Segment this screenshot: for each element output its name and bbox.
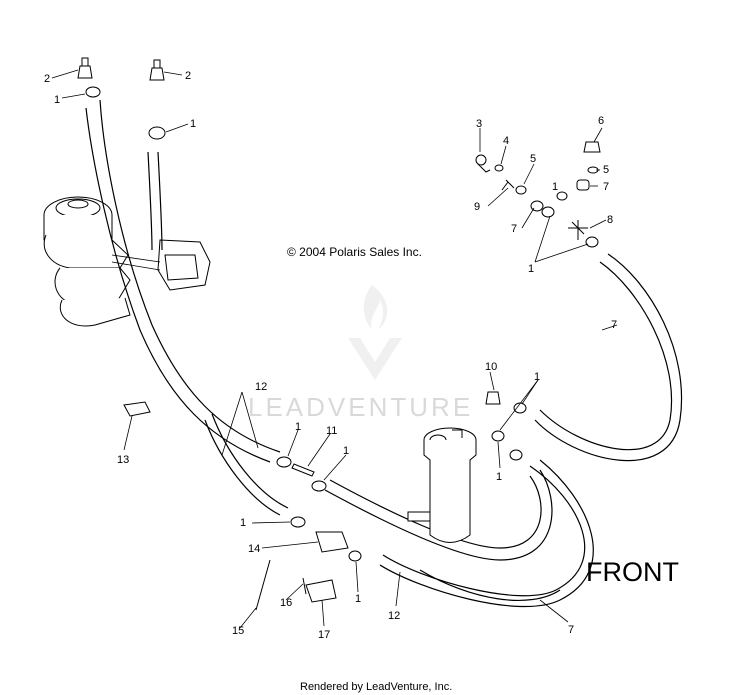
hose-vent-1: [85, 107, 271, 463]
callout-7a: 7: [603, 181, 609, 193]
callout-1i: 1: [240, 517, 246, 529]
leader-lines: [51, 69, 618, 629]
callout-1b: 1: [190, 118, 196, 130]
watermark-logo: [348, 285, 402, 380]
callout-4: 4: [503, 135, 509, 147]
callout-7c: 7: [611, 319, 617, 331]
callout-8: 8: [607, 214, 613, 226]
callout-2b: 2: [185, 70, 191, 82]
fuel-hoses: [85, 99, 683, 608]
callout-11: 11: [326, 425, 337, 437]
callout-1e: 1: [534, 371, 540, 383]
callout-7b: 7: [511, 223, 517, 235]
hose-7-front: [379, 459, 594, 608]
callout-5a: 5: [530, 153, 536, 165]
callout-1a: 1: [54, 94, 60, 106]
callout-12a: 12: [255, 381, 267, 393]
callout-13: 13: [117, 454, 129, 466]
footer-credit: Rendered by LeadVenture, Inc.: [300, 681, 452, 693]
hose-7-right: [539, 261, 672, 451]
callout-15: 15: [232, 625, 244, 637]
callout-1h: 1: [496, 471, 502, 483]
hose-12-front: [324, 469, 553, 561]
callout-labels: 2 1 2 1 3 4 5 6 5 1 7 9 7 8 1 7 12 10 1 …: [44, 70, 617, 641]
callout-12b: 12: [388, 610, 400, 622]
callout-1c: 1: [552, 181, 558, 193]
callout-3: 3: [476, 118, 482, 130]
fittings-top: [77, 57, 166, 140]
fittings-lower: [123, 401, 362, 611]
callout-1f: 1: [295, 421, 301, 433]
callout-6: 6: [598, 115, 604, 127]
callout-14: 14: [248, 543, 260, 555]
front-direction-label: FRONT: [586, 557, 679, 587]
callout-2a: 2: [44, 73, 50, 85]
callout-17: 17: [318, 629, 330, 641]
watermark-text: LEADVENTURE: [248, 392, 473, 422]
copyright-notice: © 2004 Polaris Sales Inc.: [287, 245, 422, 259]
callout-7d: 7: [568, 624, 574, 636]
callout-9: 9: [474, 201, 480, 213]
callout-1j: 1: [355, 593, 361, 605]
fuel-filter-canister: [407, 391, 527, 543]
callout-5b: 5: [603, 164, 609, 176]
callout-10: 10: [485, 361, 497, 373]
callout-1d: 1: [528, 263, 534, 275]
callout-1g: 1: [343, 445, 349, 457]
callout-16: 16: [280, 597, 292, 609]
fittings-top-right: [475, 141, 601, 248]
hose-vent-1-inner: [99, 99, 281, 453]
hose-12-lower: [204, 419, 281, 516]
hose-vent-2: [147, 151, 153, 251]
hose-front-mid: [419, 569, 561, 601]
throttle-body-assembly: [43, 196, 211, 327]
